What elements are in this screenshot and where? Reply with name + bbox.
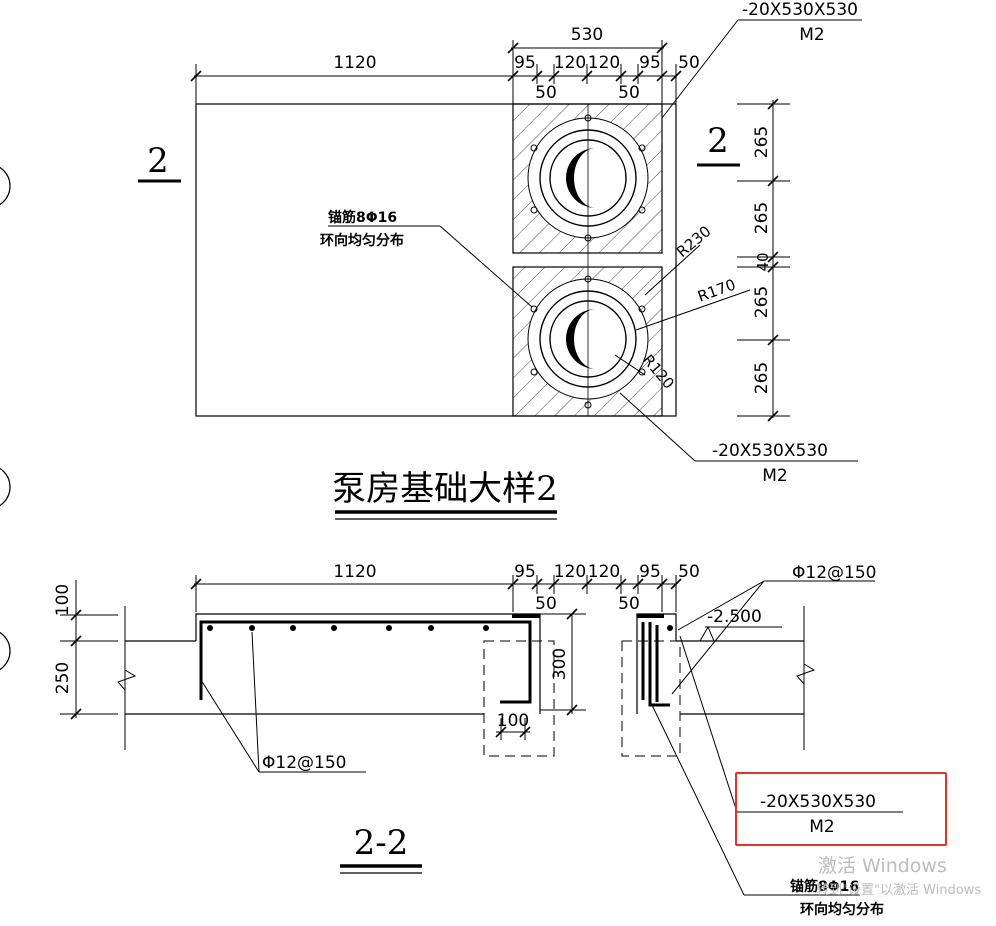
foundation-outline: [195, 103, 677, 417]
sec-plate-mark: M2: [809, 817, 834, 837]
plate-mark-top: M2: [799, 25, 824, 45]
sec-anchor-note-1: 锚筋8Φ16: [790, 878, 859, 895]
axis-bubble: [0, 631, 11, 671]
dim-95-left: 95: [514, 53, 536, 73]
sec-dim-50-edge: 50: [678, 562, 700, 582]
sec-dim-120-right: 120: [588, 562, 620, 582]
plate-spec-top: -20X530X530: [742, 0, 858, 20]
dim-95-right: 95: [639, 53, 661, 73]
dim-120-right: 120: [588, 53, 620, 73]
plan-title: 泵房基础大样2: [332, 469, 558, 509]
section-view: 1120 95 120 120 95 50 50 50 100 250: [53, 562, 903, 918]
activation-watermark-hint: 转到"设置"以激活 Windows: [816, 883, 982, 898]
dim-50-b: 50: [618, 83, 640, 103]
anchor-note-2: 环向均匀分布: [320, 232, 404, 249]
dim-50-a: 50: [535, 83, 557, 103]
section-mark-left: 2: [147, 141, 169, 181]
anchor-note-1: 锚筋8Φ16: [328, 209, 397, 226]
plate-spec-bottom: -20X530X530: [712, 441, 828, 461]
sec-dim-50-a: 50: [535, 594, 557, 614]
sec-anchor-note-2: 环向均匀分布: [800, 901, 884, 918]
sec-dim-250: 250: [53, 662, 73, 694]
plate-mark-bottom: M2: [762, 466, 787, 486]
sec-dim-300: 300: [550, 648, 570, 680]
section-title: 2-2: [354, 823, 409, 863]
dim-265-a: 265: [752, 126, 772, 158]
dim-50-edge: 50: [678, 53, 700, 73]
rebar-label-top: Φ12@150: [792, 563, 876, 583]
dim-265-c: 265: [752, 286, 772, 318]
axis-bubble: [0, 467, 11, 507]
dim-265-d: 265: [752, 362, 772, 394]
sec-dim-95-right: 95: [639, 562, 661, 582]
sec-plate-spec: -20X530X530: [760, 792, 876, 812]
dim-120-left: 120: [554, 53, 586, 73]
dim-40: 40: [754, 252, 772, 271]
sec-dim-50-b: 50: [618, 594, 640, 614]
sec-dim-120-left: 120: [554, 562, 586, 582]
rebar-label-bottom: Φ12@150: [262, 753, 346, 773]
plan-view: 1120 530 95 120 120 95 50 50 50 -20X530X…: [138, 0, 862, 520]
dim-530: 530: [571, 25, 603, 45]
dim-265-b: 265: [752, 202, 772, 234]
sec-dim-1120: 1120: [333, 562, 376, 582]
activation-watermark: 激活 Windows: [818, 855, 947, 877]
sec-dim-100-top: 100: [53, 584, 73, 616]
section-mark-right: 2: [707, 121, 729, 161]
sec-dim-95-left: 95: [514, 562, 536, 582]
highlight-box: [735, 772, 947, 846]
sec-dim-100-bottom: 100: [497, 711, 529, 731]
level-mark: -2.500: [707, 607, 762, 627]
axis-bubble: [0, 166, 11, 206]
radius-230: R230: [673, 222, 714, 261]
dim-1120: 1120: [333, 53, 376, 73]
